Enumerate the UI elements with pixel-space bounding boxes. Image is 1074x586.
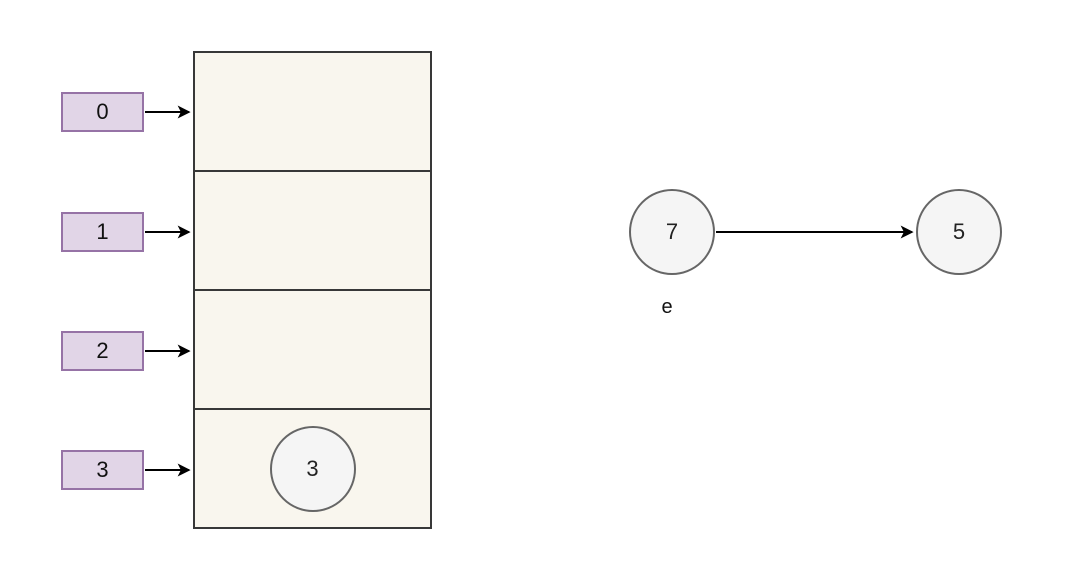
bucket-cell-2	[195, 289, 430, 408]
graph-node-5: 5	[916, 189, 1002, 275]
bucket-3-node: 3	[269, 425, 356, 512]
index-box-2-label: 2	[96, 338, 109, 363]
bucket-3-node-label: 3	[306, 455, 319, 481]
index-box-0-label: 0	[96, 99, 109, 124]
index-box-0: 0	[61, 92, 144, 132]
bucket-array: 3	[193, 51, 432, 529]
graph-node-5-label: 5	[952, 219, 966, 244]
graph-node-7-label: 7	[665, 219, 679, 244]
bucket-cell-3: 3	[195, 408, 430, 527]
index-box-1-label: 1	[96, 219, 109, 244]
index-box-2: 2	[61, 331, 144, 371]
bucket-cell-1	[195, 170, 430, 289]
bucket-cell-0	[195, 53, 430, 170]
index-box-3: 3	[61, 450, 144, 490]
graph-node-7: 7	[629, 189, 715, 275]
index-box-3-label: 3	[96, 457, 109, 482]
index-box-1: 1	[61, 212, 144, 252]
edge-label: e	[661, 296, 673, 318]
